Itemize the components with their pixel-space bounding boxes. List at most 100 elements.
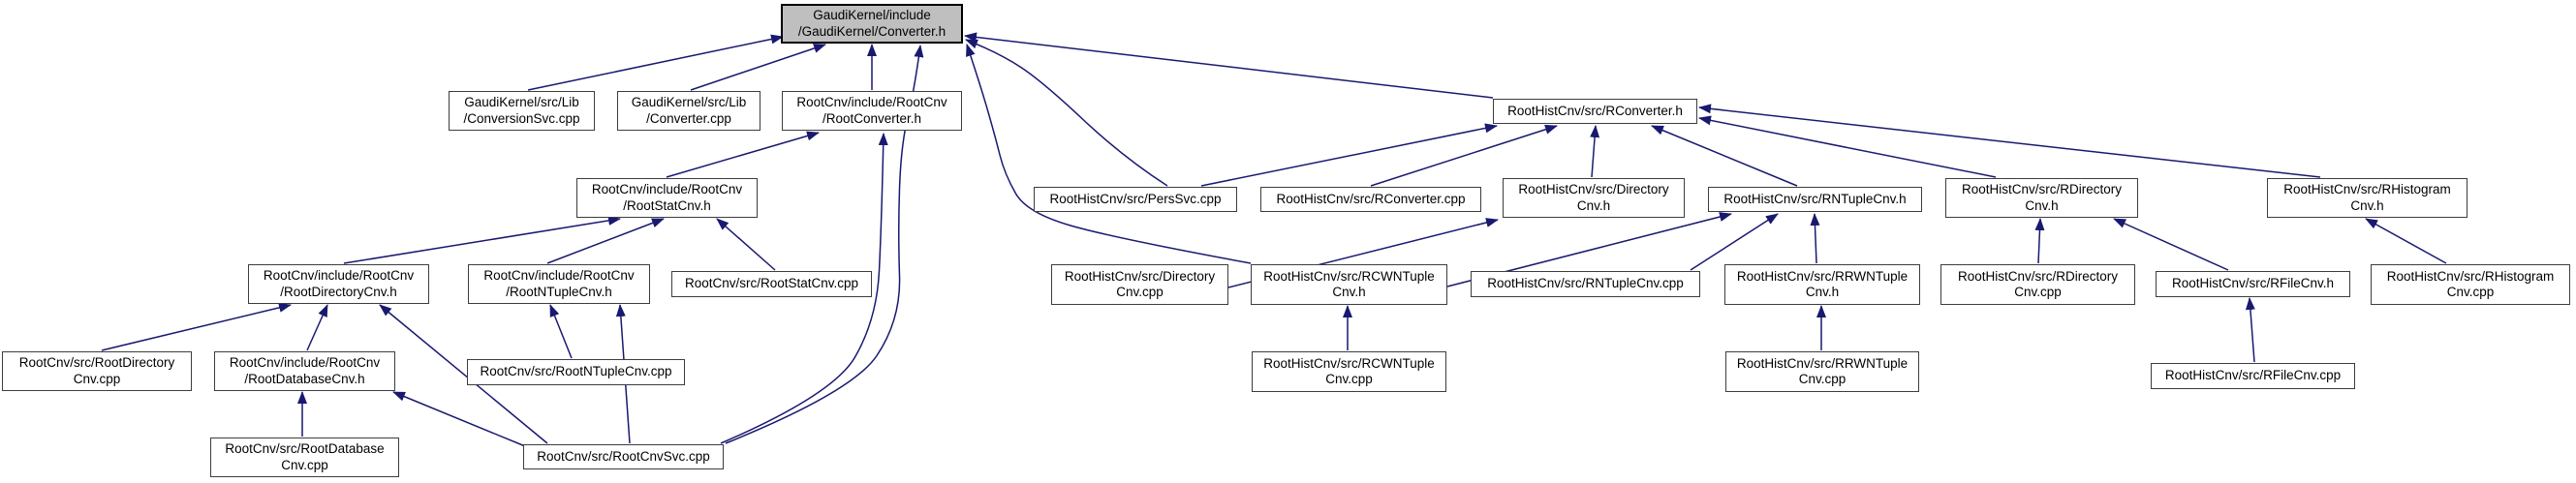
edge-rconverter_h-to-converter_h bbox=[964, 32, 1494, 99]
graph-node-rootstatcnv_h[interactable]: RootCnv/include/RootCnv/RootStatCnv.h bbox=[576, 178, 758, 218]
graph-node-label-line: Cnv.cpp bbox=[1325, 372, 1373, 386]
edge-rootcnvsvc_cpp-to-rootconverter_h bbox=[720, 133, 888, 444]
graph-node-label-line: RootHistCnv/src/RHistogram bbox=[2386, 268, 2555, 284]
graph-node-label-line: /RootDatabaseCnv.h bbox=[244, 371, 365, 386]
graph-node-label-line: RootCnv/src/RootNTupleCnv.cpp bbox=[480, 364, 672, 379]
graph-node-label-line: Cnv.h bbox=[2025, 197, 2059, 213]
graph-node-label-line: RootHistCnv/src/PersSvc.cpp bbox=[1049, 191, 1222, 206]
graph-node-label-line: GaudiKernel/include bbox=[813, 8, 931, 22]
graph-node-label-line: GaudiKernel/src/Lib bbox=[631, 95, 747, 109]
graph-node-rntuplecnv_h[interactable]: RootHistCnv/src/RNTupleCnv.h bbox=[1708, 187, 1922, 212]
graph-node-label-line: Cnv.cpp bbox=[2014, 285, 2062, 299]
graph-node-label-line: RootHistCnv/src/RHistogram bbox=[2283, 182, 2451, 196]
graph-node-label-line: /Converter.cpp bbox=[646, 110, 731, 126]
edge-rrwntuplecnv_h-to-rntuplecnv_h bbox=[1810, 213, 1820, 264]
graph-node-label-line: RootHistCnv/src/RFileCnv.h bbox=[2171, 276, 2335, 291]
edge-rfilecnv_h-to-rdirectorycnv_h bbox=[2113, 218, 2229, 271]
edge-rootstatcnv_cpp-to-rootstatcnv_h bbox=[716, 218, 776, 271]
edge-rootcnvsvc_cpp-to-rootdatabasecnv_h bbox=[392, 391, 526, 447]
graph-node-conversionsvc_cpp[interactable]: GaudiKernel/src/Lib/ConversionSvc.cpp bbox=[449, 91, 595, 131]
graph-node-label-line: RootHistCnv/src/RCWNTuple bbox=[1263, 355, 1435, 371]
edge-rdirectorycnv_h-to-rconverter_h bbox=[1698, 115, 1997, 178]
graph-node-rfilecnv_cpp[interactable]: RootHistCnv/src/RFileCnv.cpp bbox=[2151, 363, 2355, 389]
graph-node-label-line: RootHistCnv/src/Directory bbox=[1518, 182, 1669, 196]
graph-node-rfilecnv_h[interactable]: RootHistCnv/src/RFileCnv.h bbox=[2156, 271, 2350, 297]
graph-node-rootcnvsvc_cpp[interactable]: RootCnv/src/RootCnvSvc.cpp bbox=[523, 444, 724, 469]
edge-rcwntuplecnv_h-to-converter_h bbox=[966, 44, 1252, 264]
graph-node-label-line: RootCnv/src/RootDirectory bbox=[18, 355, 175, 370]
graph-node-rootconverter_h[interactable]: RootCnv/include/RootCnv/RootConverter.h bbox=[782, 91, 962, 131]
graph-node-label-line: Cnv.h bbox=[2350, 197, 2384, 213]
graph-node-label-line: Cnv.h bbox=[1332, 285, 1366, 299]
edge-rfilecnv_cpp-to-rfilecnv_h bbox=[2245, 297, 2255, 363]
edge-rdirectorycnv_cpp-to-rdirectorycnv_h bbox=[2034, 218, 2045, 264]
graph-node-label-line: RootHistCnv/src/RConverter.h bbox=[1507, 103, 1683, 118]
edge-rootdirectorycnv_cpp-to-rootdirectorycnv_h bbox=[101, 302, 292, 351]
graph-node-label-line: RootCnv/include/RootCnv bbox=[229, 355, 381, 370]
graph-node-label-line: RootHistCnv/src/RDirectory bbox=[1961, 182, 2123, 196]
graph-node-label-line: RootHistCnv/src/RDirectory bbox=[1957, 268, 2119, 284]
graph-node-label-line: RootHistCnv/src/Directory bbox=[1064, 268, 1216, 284]
graph-node-label-line: Cnv.cpp bbox=[281, 457, 328, 472]
graph-node-rootdirectorycnv_h[interactable]: RootCnv/include/RootCnv/RootDirectoryCnv… bbox=[248, 264, 429, 304]
graph-node-rootdatabasecnv_h[interactable]: RootCnv/include/RootCnv/RootDatabaseCnv.… bbox=[214, 351, 395, 391]
edge-rhistogramcnv_cpp-to-rhistogramcnv_h bbox=[2365, 218, 2447, 264]
graph-node-label-line: /RootConverter.h bbox=[822, 110, 922, 126]
graph-node-label-line: RootHistCnv/src/RRWNTuple bbox=[1736, 355, 1909, 371]
edge-conversionsvc_cpp-to-converter_h bbox=[527, 34, 784, 91]
edge-directorycnv_h-to-rconverter_h bbox=[1590, 125, 1600, 178]
edge-rootdatabasecnv_h-to-rootdirectorycnv_h bbox=[306, 304, 328, 351]
graph-node-label-line: /RootStatCnv.h bbox=[623, 197, 711, 213]
edge-rootntuplecnv_h-to-rootstatcnv_h bbox=[546, 218, 665, 264]
graph-node-rntuplecnv_cpp[interactable]: RootHistCnv/src/RNTupleCnv.cpp bbox=[1471, 271, 1700, 297]
graph-node-label-line: /ConversionSvc.cpp bbox=[463, 110, 580, 126]
graph-node-rootstatcnv_cpp[interactable]: RootCnv/src/RootStatCnv.cpp bbox=[671, 271, 872, 297]
edge-converter_cpp-to-converter_h bbox=[690, 44, 826, 91]
graph-node-rootntuplecnv_h[interactable]: RootCnv/include/RootCnv/RootNTupleCnv.h bbox=[468, 264, 650, 304]
edge-perssvc_cpp-to-converter_h bbox=[965, 39, 1168, 187]
graph-node-label-line: RootCnv/include/RootCnv bbox=[796, 95, 947, 109]
graph-node-rconverter_h[interactable]: RootHistCnv/src/RConverter.h bbox=[1493, 99, 1697, 124]
edge-rootstatcnv_h-to-rootconverter_h bbox=[666, 131, 820, 178]
graph-node-label-line: RootCnv/src/RootDatabase bbox=[225, 441, 385, 456]
graph-node-label-line: RootCnv/include/RootCnv bbox=[263, 268, 415, 283]
graph-node-perssvc_cpp[interactable]: RootHistCnv/src/PersSvc.cpp bbox=[1034, 187, 1237, 212]
graph-node-converter_cpp[interactable]: GaudiKernel/src/Lib/Converter.cpp bbox=[617, 91, 760, 131]
graph-node-label-line: /GaudiKernel/Converter.h bbox=[797, 23, 947, 39]
graph-node-label-line: RootHistCnv/src/RNTupleCnv.h bbox=[1723, 191, 1907, 206]
graph-node-label-line: Cnv.cpp bbox=[2446, 285, 2495, 299]
graph-node-label-line: /RootDirectoryCnv.h bbox=[280, 284, 397, 299]
edge-perssvc_cpp-to-rconverter_h bbox=[1200, 123, 1498, 187]
edge-rootdirectorycnv_h-to-rootstatcnv_h bbox=[343, 215, 621, 264]
graph-node-label-line: Cnv.cpp bbox=[73, 371, 121, 386]
graph-node-rootntuplecnv_cpp[interactable]: RootCnv/src/RootNTupleCnv.cpp bbox=[467, 359, 685, 385]
graph-node-label-line: GaudiKernel/src/Lib bbox=[464, 95, 579, 109]
edge-rntuplecnv_cpp-to-rntuplecnv_h bbox=[1690, 213, 1779, 271]
graph-node-rconverter_cpp[interactable]: RootHistCnv/src/RConverter.cpp bbox=[1260, 187, 1481, 212]
graph-node-label-line: Cnv.h bbox=[1576, 197, 1611, 213]
graph-node-label-line: RootCnv/include/RootCnv bbox=[591, 182, 743, 196]
graph-node-converter_h[interactable]: GaudiKernel/include/GaudiKernel/Converte… bbox=[781, 4, 963, 44]
graph-node-label-line: RootCnv/include/RootCnv bbox=[483, 268, 635, 283]
edge-rntuplecnv_h-to-rconverter_h bbox=[1651, 125, 1798, 187]
graph-node-label-line: RootHistCnv/src/RRWNTuple bbox=[1736, 268, 1909, 284]
graph-node-label-line: RootHistCnv/src/RFileCnv.cpp bbox=[2164, 368, 2342, 383]
graph-node-label-line: RootHistCnv/src/RNTupleCnv.cpp bbox=[1487, 276, 1684, 291]
edge-rhistogramcnv_h-to-rconverter_h bbox=[1698, 104, 2321, 178]
edge-rconverter_cpp-to-rconverter_h bbox=[1370, 124, 1558, 187]
graph-node-label-line: RootCnv/src/RootStatCnv.cpp bbox=[684, 276, 859, 291]
graph-node-label-line: RootCnv/src/RootCnvSvc.cpp bbox=[537, 448, 710, 464]
